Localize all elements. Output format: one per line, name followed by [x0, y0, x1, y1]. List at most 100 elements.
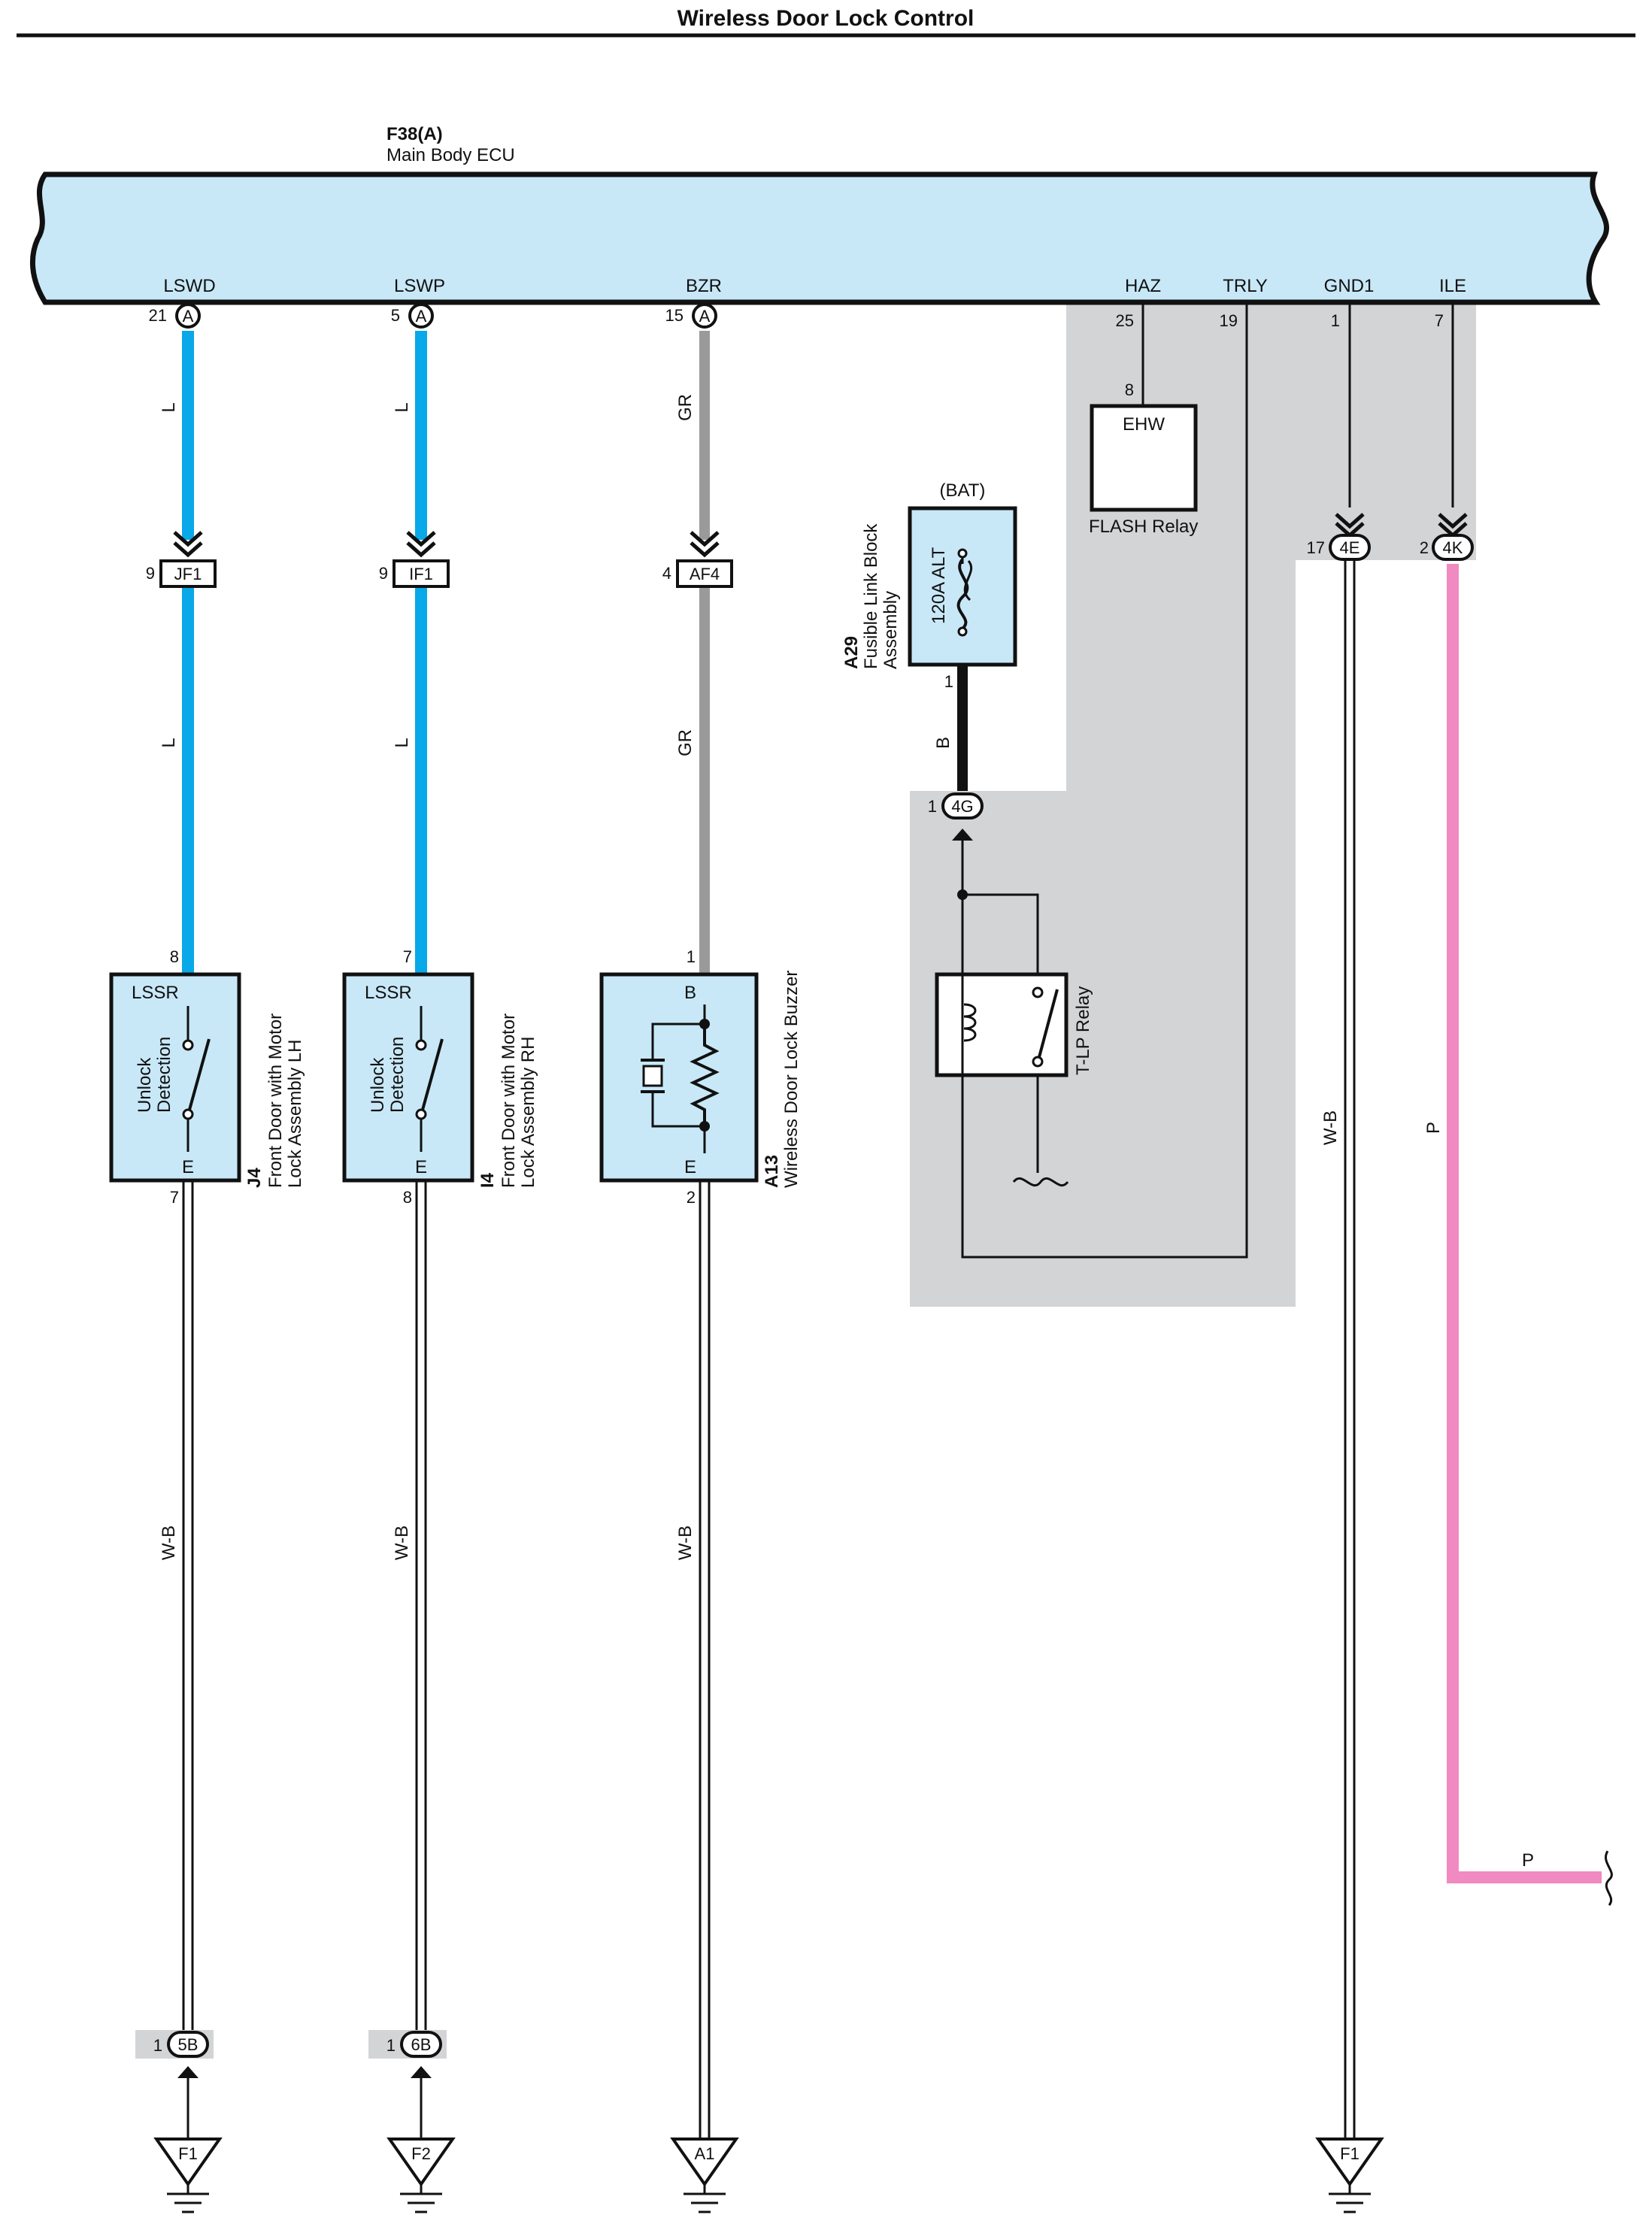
svg-text:Unlock: Unlock	[135, 1057, 155, 1113]
wire-relay-switch-feed	[962, 893, 1039, 974]
wire-label-p1: P	[1423, 1122, 1444, 1134]
svg-text:1: 1	[687, 947, 696, 966]
svg-text:F2: F2	[411, 2144, 431, 2163]
fusible-link: (BAT) 120A ALT 1 A29 Fusible Link Block …	[841, 480, 1017, 691]
ground-f2-rh: F2	[386, 2138, 456, 2213]
junction-af4: 4 AF4	[662, 531, 733, 588]
svg-text:1: 1	[928, 797, 937, 816]
wire-label-wb3: W-B	[675, 1526, 696, 1560]
page-title: Wireless Door Lock Control	[677, 6, 975, 31]
wire-gnd1-ground	[1344, 556, 1356, 2139]
svg-text:E: E	[415, 1157, 427, 1177]
svg-text:15: 15	[665, 306, 684, 325]
svg-text:A1: A1	[695, 2144, 715, 2163]
svg-text:F1: F1	[178, 2144, 198, 2163]
wire-label-wb4: W-B	[1320, 1110, 1341, 1145]
ecu-body	[29, 171, 1610, 305]
wire-label-wb1: W-B	[159, 1526, 179, 1560]
wire-label-gr2: GR	[675, 729, 696, 756]
svg-text:JF1: JF1	[174, 565, 202, 583]
svg-text:Front Door with Motor: Front Door with Motor	[499, 1013, 519, 1188]
wire-label-b: B	[933, 737, 953, 749]
wire-label-l3: L	[392, 402, 412, 412]
svg-text:2: 2	[687, 1188, 696, 1207]
svg-text:21: 21	[149, 306, 167, 325]
ecu-pin-bzr: 15 A	[665, 303, 717, 329]
svg-text:I4: I4	[477, 1172, 498, 1188]
svg-text:8: 8	[1125, 380, 1134, 399]
ecu-pin-lswd: 21 A	[149, 303, 201, 329]
svg-text:Lock Assembly LH: Lock Assembly LH	[285, 1040, 305, 1188]
svg-text:A: A	[416, 307, 427, 326]
svg-text:6B: 6B	[411, 2035, 432, 2054]
svg-text:5B: 5B	[178, 2035, 199, 2054]
ecu-pin-lswp: 5 A	[391, 303, 434, 329]
svg-text:FLASH Relay: FLASH Relay	[1089, 517, 1198, 537]
terminal-bzr: BZR	[686, 276, 722, 296]
svg-text:120A ALT: 120A ALT	[929, 547, 949, 624]
terminal-ile: ILE	[1439, 276, 1466, 296]
wire-label-wb2: W-B	[392, 1526, 412, 1560]
wire-label-p2: P	[1522, 1850, 1534, 1871]
terminal-lswp: LSWP	[394, 276, 445, 296]
junction-4g: 1 4G	[928, 792, 984, 841]
ecu-pin-gnd1: 1	[1331, 311, 1340, 330]
svg-text:A: A	[699, 307, 711, 326]
door-lock-buzzer: 1 B E 2 A13 Wireless Door Lock Buzzer	[599, 947, 802, 1207]
svg-text:Lock Assembly RH: Lock Assembly RH	[518, 1037, 538, 1188]
wire-label-l1: L	[159, 402, 179, 412]
ecu-pin-ile: 7	[1435, 311, 1444, 330]
svg-text:7: 7	[403, 947, 412, 966]
svg-text:E: E	[684, 1157, 696, 1177]
svg-text:A: A	[183, 307, 194, 326]
svg-text:Detection: Detection	[154, 1037, 174, 1113]
svg-text:2: 2	[1420, 538, 1429, 557]
junction-jf1: 9 JF1	[146, 531, 217, 588]
svg-text:17: 17	[1307, 538, 1325, 557]
ground-f1-gnd1: F1	[1315, 2138, 1384, 2213]
svg-text:LSSR: LSSR	[132, 983, 179, 1003]
svg-text:5: 5	[391, 306, 400, 325]
svg-text:9: 9	[146, 564, 155, 583]
svg-text:1: 1	[944, 672, 953, 691]
svg-text:Unlock: Unlock	[368, 1057, 388, 1113]
flash-relay: 8 EHW FLASH Relay	[1089, 380, 1198, 537]
ecu-pin-trly: 19	[1220, 311, 1238, 330]
wire-label-l2: L	[159, 738, 179, 747]
svg-text:Detection: Detection	[387, 1037, 408, 1113]
svg-text:Wireless Door Lock Buzzer: Wireless Door Lock Buzzer	[781, 971, 802, 1188]
svg-text:T-LP Relay: T-LP Relay	[1073, 986, 1093, 1075]
wire-ile-break	[1605, 1850, 1613, 1906]
svg-text:1: 1	[386, 2036, 396, 2055]
terminal-haz: HAZ	[1125, 276, 1161, 296]
wire-lh-ground	[182, 1180, 194, 2034]
svg-text:J4: J4	[244, 1168, 265, 1188]
wire-buzzer-ground	[699, 1180, 711, 2139]
terminal-lswd: LSWD	[163, 276, 215, 296]
svg-text:EHW: EHW	[1123, 414, 1165, 435]
svg-text:F1: F1	[1340, 2144, 1359, 2163]
tlp-relay: T-LP Relay	[935, 889, 1093, 1257]
svg-text:4E: 4E	[1340, 538, 1360, 557]
svg-text:AF4: AF4	[690, 565, 720, 583]
svg-text:4: 4	[662, 564, 671, 583]
wire-ile	[1447, 564, 1602, 1883]
ecu-code: F38(A)	[386, 124, 443, 144]
junction-if1: 9 IF1	[379, 531, 450, 588]
junction-4k: 2 4K	[1420, 513, 1474, 561]
junction-6b: 1 6B	[368, 2030, 447, 2078]
terminal-trly: TRLY	[1223, 276, 1268, 296]
door-lock-lh: 8 LSSR Unlock Detection E 7 J4 Front Doo…	[109, 947, 305, 1207]
svg-text:Front Door with Motor: Front Door with Motor	[265, 1013, 286, 1188]
svg-text:B: B	[684, 983, 696, 1003]
ecu-pin-haz: 25	[1116, 311, 1134, 330]
svg-text:Fusible Link Block: Fusible Link Block	[861, 523, 881, 669]
ground-a1-buzzer: A1	[670, 2138, 739, 2213]
ground-f1-lh: F1	[153, 2138, 223, 2213]
svg-text:(BAT): (BAT)	[940, 480, 986, 501]
svg-text:7: 7	[170, 1188, 179, 1207]
svg-text:1: 1	[153, 2036, 162, 2055]
svg-text:E: E	[182, 1157, 194, 1177]
junction-4e: 17 4E	[1307, 513, 1371, 561]
